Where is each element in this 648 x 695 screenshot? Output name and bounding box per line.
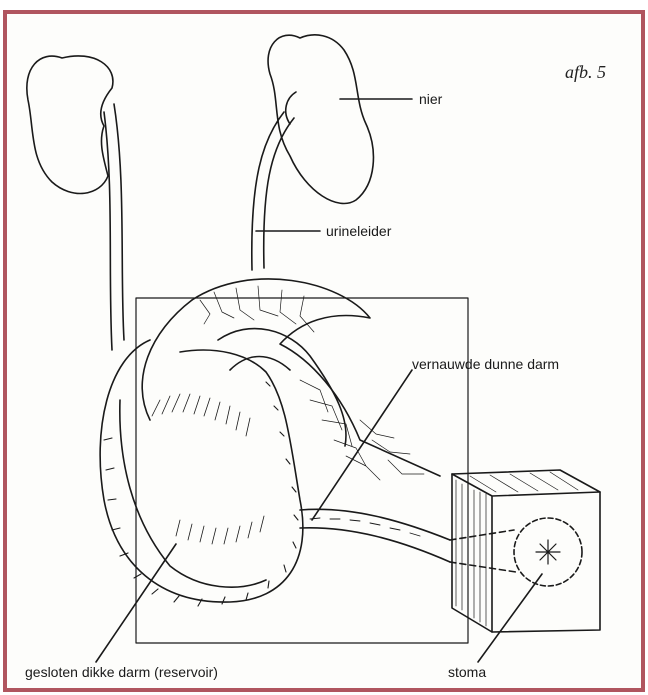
left-kidney <box>27 56 113 194</box>
stoma-center <box>536 540 560 564</box>
window-box <box>136 298 468 643</box>
label-nier: nier <box>419 91 442 107</box>
narrowed-intestine <box>300 509 450 562</box>
right-kidney <box>268 35 373 204</box>
label-stoma: stoma <box>448 664 486 680</box>
reservoir <box>100 340 303 602</box>
pointer-stoma <box>478 574 542 662</box>
figure-label: afb. 5 <box>565 62 606 83</box>
label-urineleider: urineleider <box>326 223 391 239</box>
left-ureter <box>104 104 124 350</box>
label-reservoir: gesloten dikke darm (reservoir) <box>25 664 218 680</box>
intestine-loop-outer <box>192 279 440 476</box>
intestine-loop-inner <box>218 329 346 446</box>
label-dunne-darm: vernauwde dunne darm <box>412 356 559 372</box>
pointer-dunne-darm <box>312 370 412 520</box>
right-ureter <box>252 112 294 270</box>
